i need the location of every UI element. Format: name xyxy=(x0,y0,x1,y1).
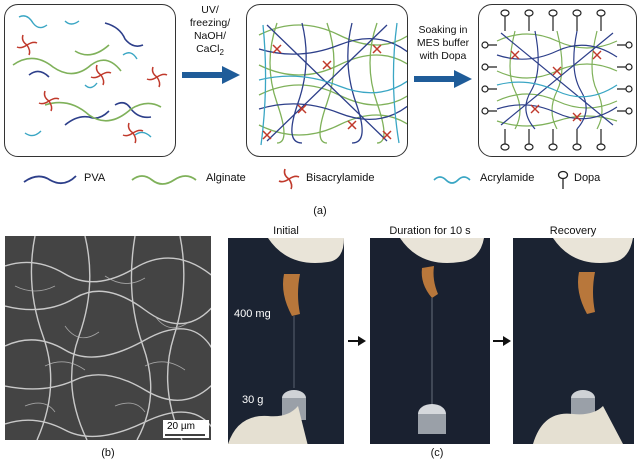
photo-initial: 400 mg 30 g xyxy=(228,238,344,444)
legend-pva-swatch xyxy=(23,175,77,185)
legend-alginate-label: Alginate xyxy=(206,172,246,184)
sem-scale-label: 20 µm xyxy=(167,421,195,432)
step1-line-3: NaOH/ xyxy=(193,30,227,42)
step2-label: Soaking in MES buffer with Dopa xyxy=(410,24,476,63)
step2-line-1: Soaking in xyxy=(418,24,468,36)
step2-line-3: with Dopa xyxy=(419,50,467,62)
monomer-drawing xyxy=(12,15,168,144)
caption-a: (a) xyxy=(313,205,327,217)
arrow-step2 xyxy=(414,70,472,88)
step1-line-1: UV/ xyxy=(201,4,219,16)
box-monomers xyxy=(4,4,176,157)
arrow-photo2 xyxy=(493,336,511,346)
legend-bisacrylamide-swatch xyxy=(278,168,300,190)
step2-line-2: MES buffer xyxy=(416,37,470,49)
box-network-dopa xyxy=(478,4,637,157)
sem-texture xyxy=(5,236,211,440)
weight-label-400mg: 400 mg xyxy=(234,308,271,320)
panel-title-duration: Duration for 10 s xyxy=(389,225,471,237)
arrow-step1 xyxy=(182,66,240,84)
legend-alginate-swatch xyxy=(131,175,197,185)
photo-duration-art xyxy=(370,238,490,444)
photo-duration xyxy=(370,238,490,444)
legend: PVA Alginate Bisacrylamide Acrylamide Do… xyxy=(0,168,639,192)
network-dopa-drawing xyxy=(481,9,633,151)
legend-acrylamide-label: Acrylamide xyxy=(480,172,535,184)
arrow-photo1 xyxy=(348,336,366,346)
box-network xyxy=(246,4,408,157)
photo-recovery xyxy=(513,238,634,444)
weight-label-30g: 30 g xyxy=(242,394,264,406)
legend-acrylamide-swatch xyxy=(433,176,471,184)
step1-line-4-text: CaCl xyxy=(196,43,220,55)
legend-bisacrylamide-label: Bisacrylamide xyxy=(306,172,375,184)
caption-b: (b) xyxy=(101,447,115,459)
sem-image: 20 µm xyxy=(5,236,211,440)
step1-subscript: 2 xyxy=(219,48,224,58)
step1-label: UV/ freezing/ NaOH/ CaCl2 xyxy=(178,4,242,59)
legend-dopa-label: Dopa xyxy=(574,172,601,184)
legend-dopa-swatch xyxy=(557,170,569,189)
network-drawing xyxy=(258,22,407,146)
caption-c: (c) xyxy=(430,447,444,459)
step1-line-4: CaCl2 xyxy=(178,43,242,59)
panel-title-recovery: Recovery xyxy=(549,225,597,237)
photo-initial-art xyxy=(228,238,344,444)
panel-title-initial: Initial xyxy=(273,225,299,237)
step1-line-2: freezing/ xyxy=(189,17,231,29)
photo-recovery-art xyxy=(513,238,634,444)
legend-pva-label: PVA xyxy=(84,172,106,184)
